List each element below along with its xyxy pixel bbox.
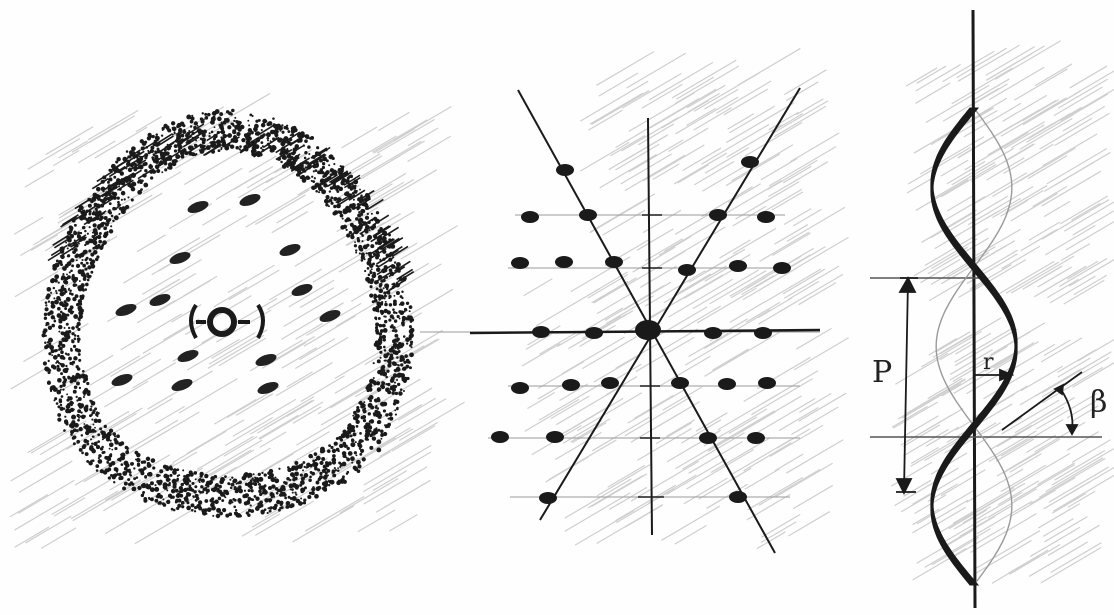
diffraction-spot [521,211,539,223]
diffraction-spot [511,257,529,269]
diffraction-spot [699,432,717,444]
x-pattern-panel [420,48,849,553]
diffraction-spot [556,164,574,176]
radius-label: r [983,352,994,374]
diffraction-spot [585,327,603,339]
diffraction-spot [601,377,619,389]
pitch-dimension [896,278,918,493]
diffraction-spot [709,209,727,221]
diffraction-spot [718,378,736,390]
diffraction-spot [729,260,747,272]
diffraction-spot [238,192,262,209]
diffraction-spot [605,256,623,268]
diffraction-ring-panel [10,93,465,548]
diffraction-spot [729,491,747,503]
diffraction-spot [491,431,509,443]
diffraction-spot [678,264,696,276]
pitch-label: P [872,358,892,388]
pencil-shading [522,48,848,548]
diffraction-spot [758,377,776,389]
helix-panel [870,10,1114,608]
diffraction-spot [170,377,194,394]
diffraction-spot [773,262,791,274]
helix-axis [973,10,975,608]
diffraction-spot [757,211,775,223]
inner-spots [110,192,342,397]
diffraction-spot [539,492,557,504]
diffraction-spot [754,327,772,339]
diffraction-spot [278,242,302,259]
diffraction-spot [176,348,200,365]
diffraction-spot [635,320,661,340]
diffraction-spot [671,377,689,389]
diffraction-spot [704,327,722,339]
diffraction-spot [741,156,759,168]
diffraction-spot [546,431,564,443]
diffraction-spot [186,199,210,216]
angle-label: β [1090,388,1107,418]
diffraction-spot [290,282,314,299]
diffraction-spot [532,326,550,338]
pencil-shading [891,41,1114,584]
diffraction-spot [579,209,597,221]
diffraction-spot [555,256,573,268]
diffraction-spot [747,432,765,444]
diffraction-spot [562,379,580,391]
diffraction-spot [511,382,529,394]
